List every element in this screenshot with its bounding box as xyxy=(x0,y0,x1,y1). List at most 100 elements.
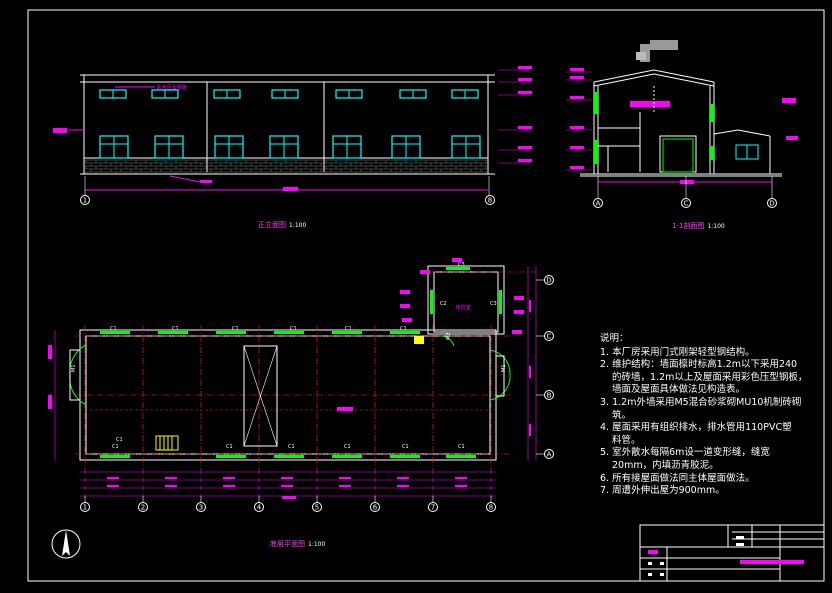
window-opening xyxy=(332,455,362,458)
window-opening xyxy=(274,455,304,458)
level-value xyxy=(518,126,532,129)
note-line: 的砖墙，1.2m以上及屋面采用彩色压型钢板， xyxy=(612,371,808,383)
axis-bubble xyxy=(486,502,496,512)
window-tag: C1 xyxy=(116,437,123,443)
dimension-text xyxy=(48,395,52,409)
annex-room-label: 休息室 xyxy=(455,304,470,311)
window-opening xyxy=(100,455,130,458)
window-tag: C1 xyxy=(344,444,351,450)
axis-bubble xyxy=(370,502,380,512)
note-line: 2. 维护结构：墙面檩时标高1.2m以下采用240 xyxy=(600,359,798,371)
level-value xyxy=(518,78,532,81)
dimension-text xyxy=(397,477,409,479)
level-value xyxy=(570,76,584,79)
floor-plan-title-text: 底层平面图 xyxy=(270,540,305,548)
axis-letter: D xyxy=(546,277,551,285)
section-axis-a: A xyxy=(596,200,601,208)
window-opening xyxy=(390,331,420,334)
window-tag: C1 xyxy=(112,444,119,450)
window-tag: C1 xyxy=(288,444,295,450)
axis-letter: C xyxy=(547,333,552,341)
axis-bubble xyxy=(544,390,554,400)
axis-bubble xyxy=(138,502,148,512)
axis-number: 3 xyxy=(199,504,203,512)
note-line: 1. 本厂房采用门式刚架轻型钢结构。 xyxy=(600,346,755,358)
dimension-text xyxy=(339,477,351,479)
window-tag: C1 xyxy=(172,326,179,332)
dimension-text xyxy=(165,477,177,479)
window-tag: C3 xyxy=(490,301,497,307)
section-title-text: 1-1剖面图 xyxy=(672,222,705,230)
dimension-text xyxy=(514,296,524,300)
door-tag: M1 xyxy=(71,365,77,373)
window-tag: C1 xyxy=(402,444,409,450)
section-axis-d: D xyxy=(769,200,774,208)
level-value xyxy=(570,146,584,149)
dimension-text xyxy=(455,477,467,479)
window-tag: C1 xyxy=(110,326,117,332)
window-opening xyxy=(100,331,130,334)
dimension-text xyxy=(223,485,235,487)
dimension-text xyxy=(281,485,293,487)
axis-letter: A xyxy=(547,451,552,459)
axis-bubble xyxy=(312,502,322,512)
window-opening xyxy=(446,455,476,458)
level-value xyxy=(518,159,532,162)
dimension-text xyxy=(455,485,467,487)
floor-plan-scale: 1:100 xyxy=(308,541,326,548)
axis-bubble xyxy=(544,449,554,459)
dimension-text xyxy=(452,258,462,262)
front-elevation-scale: 1:100 xyxy=(289,222,307,229)
sheet-border xyxy=(27,9,825,582)
dimension-text xyxy=(48,345,52,359)
level-value xyxy=(570,166,584,169)
axis-bubble xyxy=(544,275,554,285)
dimension-text xyxy=(529,424,531,436)
window-tag: C1 xyxy=(400,326,407,332)
dimension-text xyxy=(339,485,351,487)
front-elevation-drawing: 彩色压型钢板 1 8 xyxy=(53,66,532,205)
dimension-text xyxy=(281,477,293,479)
title-block xyxy=(639,524,825,582)
window-tag: C2 xyxy=(440,301,447,307)
dimension-text xyxy=(529,300,531,312)
front-elevation-title-text: 正立面图 xyxy=(258,221,286,229)
dimension-text xyxy=(400,290,410,294)
axis-bubble xyxy=(254,502,264,512)
axis-number: 1 xyxy=(83,504,87,512)
door-tag: M1 xyxy=(501,365,507,373)
dimension-text xyxy=(512,330,522,334)
axis-number: 5 xyxy=(315,504,319,512)
svg-text:彩色压型钢板: 彩色压型钢板 xyxy=(157,84,187,91)
axis-number: 8 xyxy=(489,504,493,512)
dimension-text xyxy=(529,366,531,378)
design-notes: 说明： 1. 本厂房采用门式刚架轻型钢结构。 2. 维护结构：墙面檩时标高1.2… xyxy=(600,333,825,498)
level-value xyxy=(570,68,584,71)
note-line: 墙面及屋面具体做法见构造表。 xyxy=(612,384,746,396)
note-line: 20mm，内填沥青胶泥。 xyxy=(612,459,719,471)
axis-bubble xyxy=(544,331,554,341)
window-opening xyxy=(430,290,433,314)
window-opening xyxy=(390,455,420,458)
dimension-text xyxy=(397,485,409,487)
axis-number: 6 xyxy=(373,504,378,512)
elevation-axis-left: 1 xyxy=(83,197,87,205)
notes-heading: 说明： xyxy=(600,333,629,344)
note-line: 3. 1.2m外墙采用M5混合砂浆砌MU10机制砖砌 xyxy=(600,396,802,408)
window-tag: C1 xyxy=(458,444,465,450)
axis-bubble xyxy=(196,502,206,512)
axis-number: 7 xyxy=(431,504,435,512)
window-opening xyxy=(499,290,502,314)
level-value xyxy=(570,126,584,129)
window-tag: C3 xyxy=(458,262,465,268)
window-opening xyxy=(216,455,246,458)
axis-number: 2 xyxy=(141,504,145,512)
dimension-text xyxy=(107,477,119,479)
dimension-text xyxy=(282,496,296,499)
section-scale: 1:100 xyxy=(707,223,725,230)
window-opening xyxy=(158,331,188,334)
